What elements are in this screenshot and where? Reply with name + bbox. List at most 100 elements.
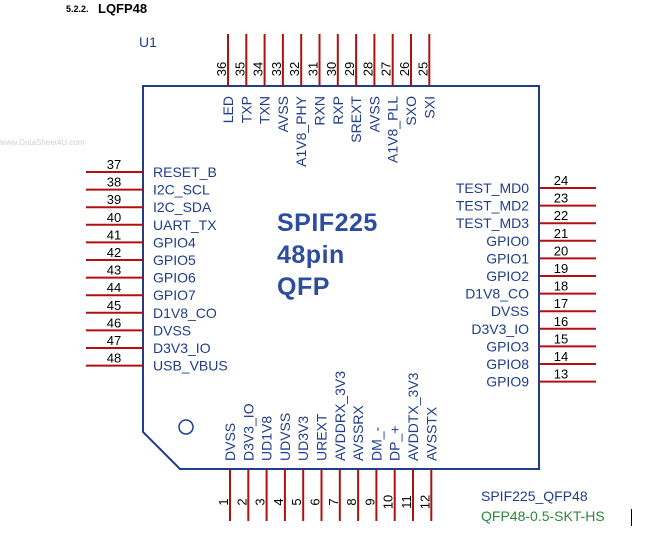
- pin1-marker: [178, 419, 194, 435]
- pin-name: TEST_MD3: [456, 215, 529, 231]
- section-title: LQFP48: [98, 1, 148, 16]
- pin-number: 36: [214, 62, 229, 76]
- pin-number: 38: [107, 175, 121, 190]
- pin-name: GPIO8: [486, 356, 529, 372]
- pin-name: DP_+: [387, 426, 403, 461]
- pin-number: 48: [107, 351, 121, 366]
- pin-name: D3V3_IO: [153, 340, 211, 356]
- pin-number: 37: [107, 157, 121, 172]
- pin-number: 46: [107, 315, 121, 330]
- pin-name: AVSSTX: [423, 406, 439, 461]
- pin-name: GPIO6: [153, 270, 196, 286]
- footprint-name: QFP48-0.5-SKT-HS: [481, 508, 605, 524]
- pin-number: 22: [554, 208, 568, 223]
- pin-number: 2: [234, 498, 249, 505]
- pin-number: 28: [360, 62, 375, 76]
- pin-name: I2C_SCL: [153, 182, 210, 198]
- pin-name: AVSS: [366, 96, 382, 132]
- pin-number: 16: [554, 314, 568, 329]
- pin-number: 5: [289, 498, 304, 505]
- pin-name: D1V8_CO: [153, 305, 217, 321]
- component-reference: U1: [139, 34, 157, 50]
- pin-name: LED: [220, 96, 236, 123]
- pin-number: 21: [554, 226, 568, 241]
- pin-name: A1V8_PLL: [385, 96, 401, 163]
- pin-number: 26: [397, 62, 412, 76]
- pin-number: 45: [107, 298, 121, 313]
- pin-name: D3V3_IO: [471, 321, 529, 337]
- pin-name: UDVSS: [277, 413, 293, 461]
- pin-number: 9: [362, 498, 377, 505]
- pin-name: GPIO0: [486, 233, 529, 249]
- chip-title-line-1: SPIF225: [277, 209, 378, 237]
- pin-name: DM_-: [368, 426, 384, 461]
- pin-number: 29: [342, 62, 357, 76]
- pin-name: GPIO9: [486, 374, 529, 390]
- pin-number: 32: [287, 62, 302, 76]
- pin-name: DVSS: [491, 303, 529, 319]
- pin-name: SXO: [403, 96, 419, 126]
- pin-number: 33: [269, 62, 284, 76]
- text-cursor: [631, 509, 632, 526]
- pin-name: UREXT: [314, 413, 330, 461]
- pin-name: USB_VBUS: [153, 358, 228, 374]
- pin-name: UART_TX: [153, 217, 217, 233]
- watermark: www.DataSheet4U.com: [0, 138, 85, 147]
- pin-name: I2C_SDA: [153, 199, 212, 215]
- pin-name: TEST_MD2: [456, 198, 529, 214]
- pin-number: 27: [379, 62, 394, 76]
- pin-name: AVDDRX_3V3: [332, 371, 348, 461]
- pin-number: 25: [415, 62, 430, 76]
- pin-name: GPIO2: [486, 268, 529, 284]
- pin-name: TEST_MD0: [456, 180, 529, 196]
- pin-number: 39: [107, 192, 121, 207]
- pin-name: AVSSRX: [350, 405, 366, 461]
- pin-name: SXI: [421, 96, 437, 119]
- pin-name: RESET_B: [153, 164, 217, 180]
- pin-number: 44: [107, 280, 121, 295]
- pin-number: 34: [251, 62, 266, 76]
- pin-name: GPIO7: [153, 287, 196, 303]
- pin-name: RXN: [312, 96, 328, 126]
- pin-number: 14: [554, 349, 568, 364]
- pin-number: 35: [232, 62, 247, 76]
- chip-body-outline: [142, 85, 540, 470]
- chip-title-line-2: 48pin: [277, 241, 345, 269]
- pin-number: 17: [554, 296, 568, 311]
- pin-name: D1V8_CO: [465, 286, 529, 302]
- pin-name: GPIO1: [486, 250, 529, 266]
- pin-name: GPIO4: [153, 234, 196, 250]
- pin-number: 40: [107, 210, 121, 225]
- pin-name: RXP: [330, 96, 346, 125]
- pin-name: UD3V3: [295, 416, 311, 461]
- pin-number: 6: [308, 498, 323, 505]
- section-number: 5.2.2.: [66, 4, 89, 14]
- pin-name: A1V8_PHY: [293, 95, 309, 166]
- pin-name: DVSS: [153, 322, 191, 338]
- pin-number: 3: [253, 498, 268, 505]
- pin-number: 23: [554, 191, 568, 206]
- pin-name: TXN: [257, 96, 273, 124]
- pin-number: 24: [554, 173, 568, 188]
- pin-number: 42: [107, 245, 121, 260]
- pin-name: SREXT: [348, 96, 364, 143]
- pin-name: TXP: [238, 96, 254, 123]
- chip-title-line-3: QFP: [277, 273, 330, 301]
- pin-number: 1: [216, 498, 231, 505]
- pin-number: 15: [554, 331, 568, 346]
- pin-name: UD1V8: [259, 416, 275, 461]
- pin-number: 19: [554, 261, 568, 276]
- pin-name: GPIO5: [153, 252, 196, 268]
- pin-number: 47: [107, 333, 121, 348]
- part-name: SPIF225_QFP48: [481, 488, 588, 504]
- pin-name: AVDDTX_3V3: [405, 372, 421, 461]
- pin-name: DVSS: [222, 423, 238, 461]
- pin-number: 13: [554, 367, 568, 382]
- pin-number: 7: [326, 498, 341, 505]
- pin-number: 12: [417, 495, 432, 509]
- pin-number: 10: [381, 495, 396, 509]
- pin-number: 41: [107, 227, 121, 242]
- pin-number: 8: [344, 498, 359, 505]
